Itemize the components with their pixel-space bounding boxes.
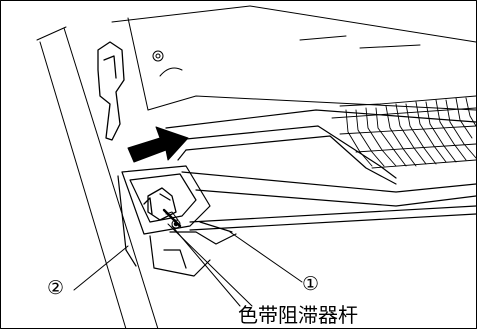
ribbon-texture — [331, 95, 477, 169]
callout-1-label: ① — [302, 273, 320, 295]
ribbon-retainer-lever — [143, 187, 182, 229]
hinge-latch — [97, 41, 125, 141]
ribbon-guide — [165, 109, 477, 231]
ribbon-retainer-lever-label: 色带阻滞器杆 — [238, 303, 358, 327]
screw-icon — [152, 50, 164, 62]
callout-2-label: ② — [47, 277, 65, 299]
leader-lines — [73, 223, 303, 307]
casing-outer-edges — [36, 26, 159, 329]
carriage-base — [117, 165, 237, 277]
rear-cover — [111, 5, 477, 111]
direction-arrow-icon — [127, 126, 189, 163]
